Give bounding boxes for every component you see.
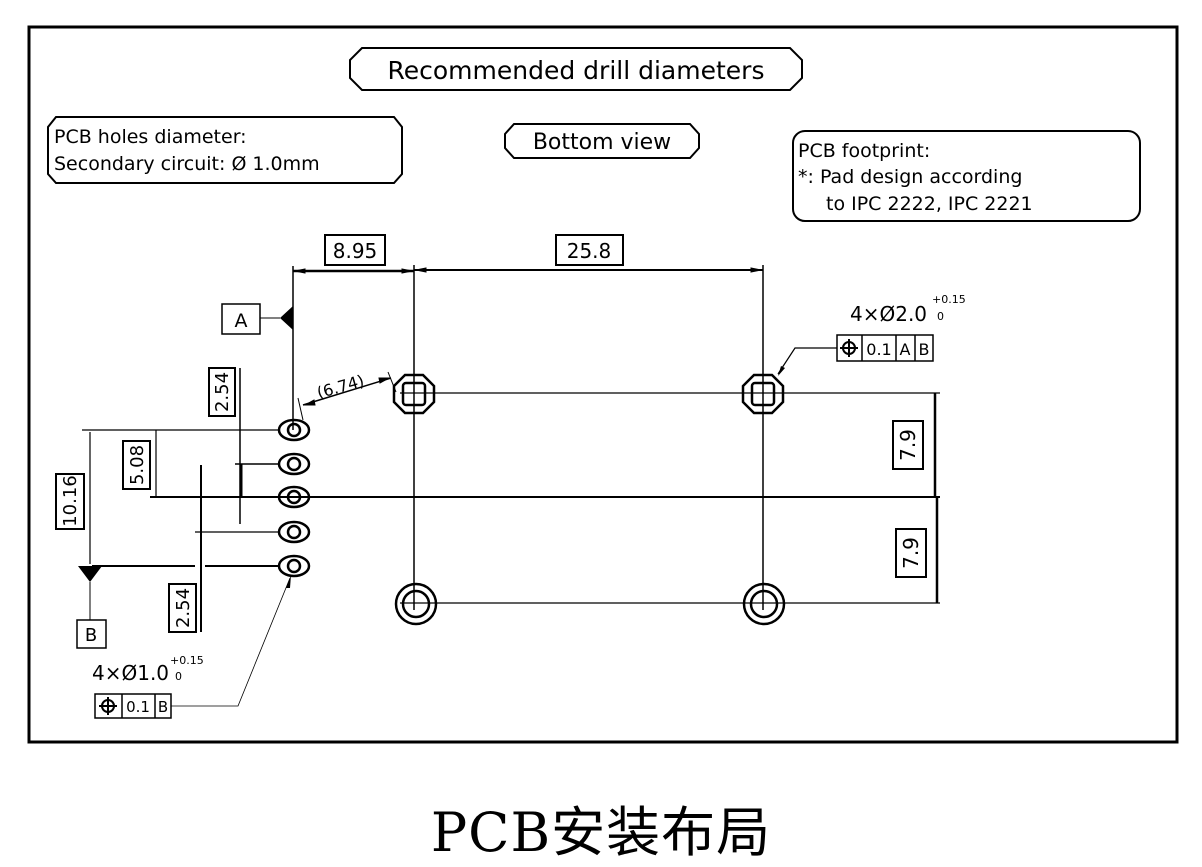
view-label-bubble: Bottom view	[504, 123, 700, 159]
dim-horizontal	[292, 265, 764, 610]
drawing-frame	[27, 25, 1179, 744]
position-tolerance-icon	[99, 697, 117, 715]
pin-3	[277, 485, 311, 509]
small-hole-callout: 4×Ø1.0	[92, 661, 169, 685]
datum-a-label: A	[235, 310, 248, 332]
dim-vertical-right	[933, 393, 939, 603]
dim-box-25-8	[555, 234, 624, 266]
large-fcf-datum2: B	[919, 340, 930, 359]
footprint-note-box: PCB footprint: *: Pad design according t…	[792, 130, 1141, 222]
dim-box-5-08	[122, 440, 151, 490]
dim-box-2-54-top	[208, 367, 236, 417]
dim-5-08: 5.08	[127, 445, 148, 485]
holes-note-line1: PCB holes diameter:	[54, 126, 247, 148]
dim-8-95: 8.95	[333, 239, 378, 263]
datum-b-triangle-icon	[78, 566, 102, 582]
small-fcf-tolerance: 0.1	[126, 698, 150, 716]
large-hole-fcf: 0.1 A B	[836, 334, 934, 362]
dim-box-10-16	[55, 473, 85, 530]
large-hole-tol-upper: +0.15	[932, 293, 966, 306]
pin-5	[277, 554, 311, 578]
small-hole-tol-upper: +0.15	[170, 654, 204, 667]
datum-b-label: B	[85, 625, 97, 646]
figure-caption: PCB安装布局	[430, 801, 772, 864]
footprint-note-line1: PCB footprint:	[798, 140, 930, 162]
large-hole-leader	[777, 347, 837, 375]
datum-b: B	[76, 566, 107, 649]
centerlines	[150, 392, 940, 604]
title-bubble: Recommended drill diameters	[349, 47, 803, 91]
small-hole-tol-lower: 0	[175, 670, 182, 683]
footprint-note-line2: *: Pad design according	[798, 166, 1022, 188]
large-hole-callout: 4×Ø2.0	[850, 302, 927, 326]
view-label: Bottom view	[533, 130, 671, 155]
dim-10-16: 10.16	[60, 475, 81, 527]
datum-a-triangle-icon	[280, 306, 293, 330]
dim-25-8: 25.8	[567, 239, 612, 263]
pin-1	[277, 418, 311, 442]
small-fcf-datum1: B	[158, 698, 168, 716]
dim-box-7-9-upper	[892, 420, 924, 470]
datum-a: A	[221, 303, 293, 335]
dim-2-54-bottom: 2.54	[173, 588, 194, 628]
mount-hole-top-right	[741, 373, 785, 415]
pin-4	[277, 520, 311, 544]
holes-note-line2: Secondary circuit: Ø 1.0mm	[54, 153, 320, 175]
dim-box-7-9-lower	[895, 528, 927, 578]
small-hole-fcf: 0.1 B	[94, 693, 172, 719]
mount-hole-bottom-right	[742, 582, 786, 626]
pin-2	[277, 452, 311, 476]
large-hole-tol-lower: 0	[937, 310, 944, 323]
position-tolerance-icon	[840, 339, 858, 357]
small-hole-leader	[171, 577, 291, 707]
drawing-title: Recommended drill diameters	[388, 56, 765, 85]
footprint-note-line3: to IPC 2222, IPC 2221	[826, 193, 1033, 215]
large-fcf-tolerance: 0.1	[866, 340, 891, 359]
mount-hole-top-left	[392, 373, 436, 415]
dim-7-9-upper: 7.9	[896, 429, 920, 461]
dim-2-54-top: 2.54	[212, 372, 233, 412]
pin-extension-lines	[82, 429, 280, 567]
large-fcf-datum1: A	[900, 340, 911, 359]
dim-box-2-54-bottom	[168, 583, 197, 633]
dim-diagonal	[297, 371, 397, 421]
dim-box-8-95	[324, 234, 386, 266]
dim-7-9-lower: 7.9	[899, 537, 923, 569]
dim-6-74: (6.74)	[315, 371, 366, 403]
mount-hole-bottom-left	[394, 582, 438, 626]
holes-note-box: PCB holes diameter: Secondary circuit: Ø…	[47, 116, 403, 184]
